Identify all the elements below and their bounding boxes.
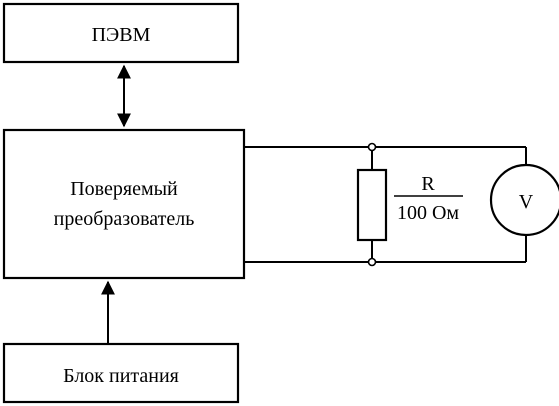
pc-block-label: ПЭВМ [92,24,151,46]
pc-block: ПЭВМ [2,2,240,64]
power-supply-label: Блок питания [63,365,179,387]
junction-node-bottom [367,257,377,267]
resistor-symbol [356,168,388,242]
voltmeter: V [489,163,559,237]
resistor-label: R 100 Ом [394,173,463,224]
converter-block: Поверяемый преобразователь [2,128,246,280]
voltmeter-symbol: V [519,191,534,213]
junction-node-top [367,142,377,152]
resistor-name: R [421,173,435,195]
converter-label-line1: Поверяемый [70,178,178,200]
converter-label-line2: преобразователь [54,208,195,230]
voltmeter-circle [489,163,559,237]
power-supply-block: Блок питания [2,342,240,404]
resistor-value: 100 Ом [397,202,459,224]
